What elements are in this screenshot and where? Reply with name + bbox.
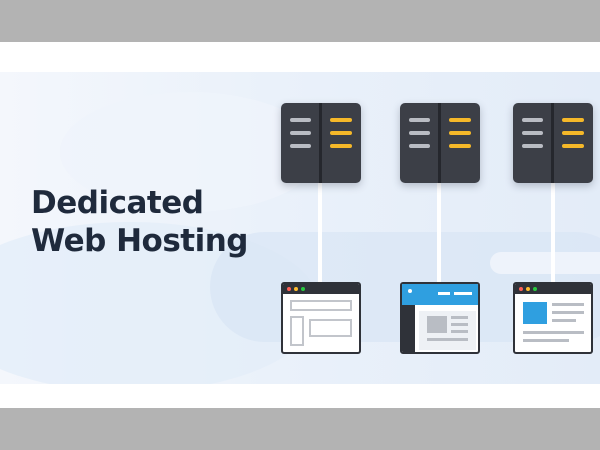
letterbox-bottom	[0, 408, 600, 450]
letterbox-top	[0, 0, 600, 42]
banner: Dedicated Web Hosting	[0, 72, 600, 384]
background-shape	[490, 252, 600, 274]
server-rack-icon	[400, 103, 480, 183]
browser-window-icon	[400, 282, 480, 354]
layout-block	[290, 316, 304, 346]
browser-window-icon	[281, 282, 361, 354]
headline-line-2: Web Hosting	[31, 223, 249, 259]
layout-block	[290, 300, 352, 311]
image-placeholder	[523, 302, 547, 324]
headline: Dedicated Web Hosting	[31, 184, 249, 260]
server-rack-icon	[513, 103, 593, 183]
headline-line-1: Dedicated	[31, 185, 204, 221]
background-shape	[60, 92, 320, 212]
connector-line	[318, 180, 322, 282]
connector-line	[551, 180, 555, 282]
layout-block	[309, 319, 352, 337]
server-rack-icon	[281, 103, 361, 183]
browser-window-icon	[513, 282, 593, 354]
connector-line	[437, 180, 441, 282]
